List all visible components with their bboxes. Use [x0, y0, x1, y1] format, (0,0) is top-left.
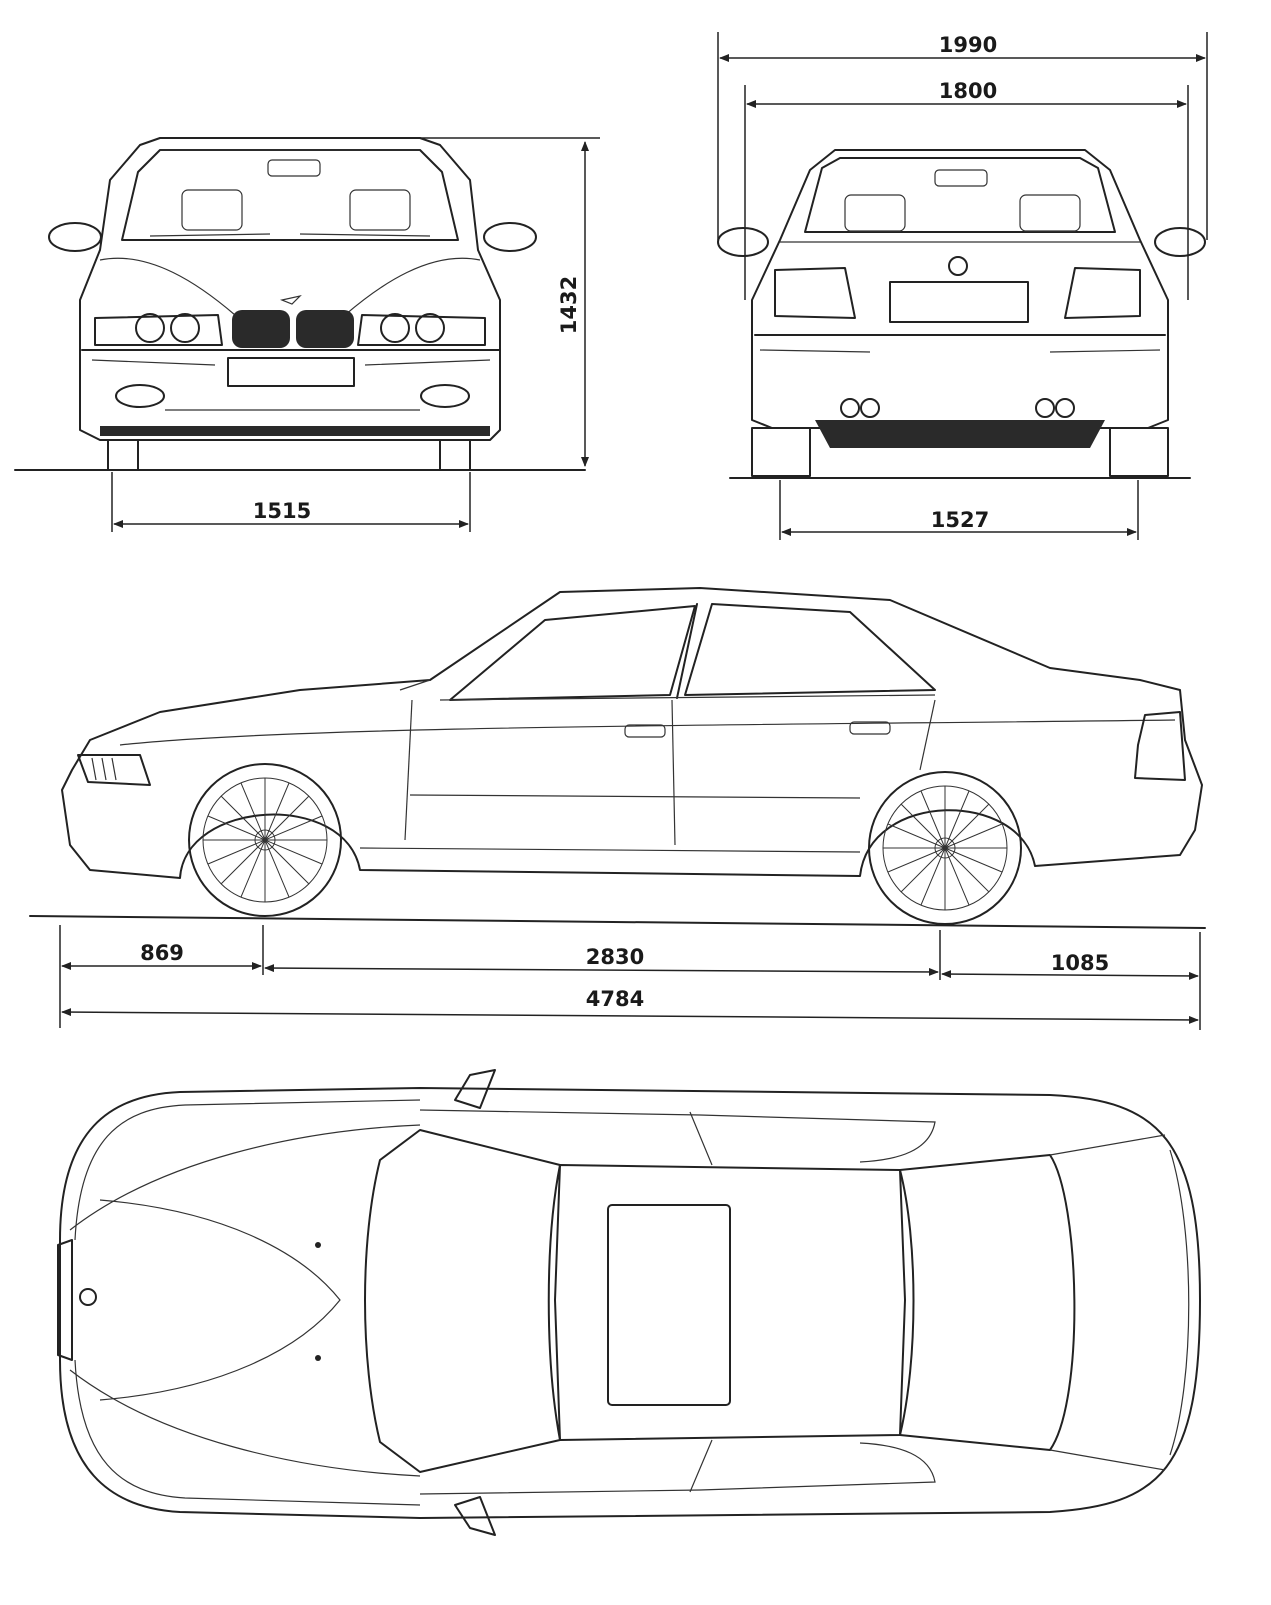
rear-right-mirror [1154, 227, 1206, 257]
rear-left-tire [751, 427, 811, 477]
side-ground-line [29, 915, 1206, 929]
width-mirrors-label: 1990 [939, 33, 997, 57]
sunroof [607, 1204, 731, 1406]
front-view: 1432 1515 [14, 137, 600, 532]
front-left-tire [107, 439, 139, 471]
front-right-tire [439, 439, 471, 471]
front-left-mirror [48, 222, 102, 252]
front-track-label: 1515 [253, 499, 311, 523]
top-hood-badge-icon [79, 1288, 97, 1306]
side-view: 869 2830 1085 4784 [29, 587, 1206, 1030]
top-view [57, 1069, 1201, 1536]
rear-right-headrest [1019, 194, 1081, 232]
overall-length-label: 4784 [586, 987, 644, 1011]
kidney-grille [232, 310, 354, 348]
front-right-seat [349, 189, 411, 231]
wheelbase-label: 2830 [586, 945, 644, 969]
top-right-mirror [454, 1496, 496, 1536]
rear-license-plate [889, 281, 1029, 323]
front-windshield [121, 149, 459, 241]
top-windshield [364, 1129, 561, 1473]
rear-right-tire [1109, 427, 1169, 477]
front-body-outline [79, 137, 501, 441]
rear-left-mirror [717, 227, 769, 257]
rear-wheel [868, 771, 1022, 925]
front-right-foglight [420, 384, 470, 408]
front-headlights [94, 313, 486, 346]
side-body-outline [61, 587, 1203, 879]
rear-overhang-label: 1085 [1051, 951, 1109, 975]
front-license-plate [227, 357, 355, 387]
rear-body-outline [751, 149, 1169, 429]
body-width-label: 1800 [939, 79, 997, 103]
exhaust-pipes [840, 398, 1075, 418]
rear-track-label: 1527 [931, 508, 989, 532]
height-label: 1432 [557, 276, 581, 334]
rear-view: 1990 1800 1527 [717, 32, 1208, 540]
rear-window [804, 157, 1116, 233]
rear-right-taillight [1064, 267, 1141, 319]
front-wheel [188, 763, 342, 917]
top-roof [547, 1164, 906, 1441]
rear-left-headrest [844, 194, 906, 232]
rear-badge-icon [948, 256, 968, 276]
top-body-outline [59, 1087, 1201, 1519]
rear-left-taillight [774, 267, 856, 319]
top-rear-window [899, 1154, 1076, 1451]
front-overhang-label: 869 [140, 941, 184, 965]
front-left-foglight [115, 384, 165, 408]
top-left-mirror [454, 1069, 496, 1109]
front-right-mirror [483, 222, 537, 252]
side-windows [449, 605, 696, 701]
rearview-mirror [267, 159, 321, 177]
front-left-seat [181, 189, 243, 231]
